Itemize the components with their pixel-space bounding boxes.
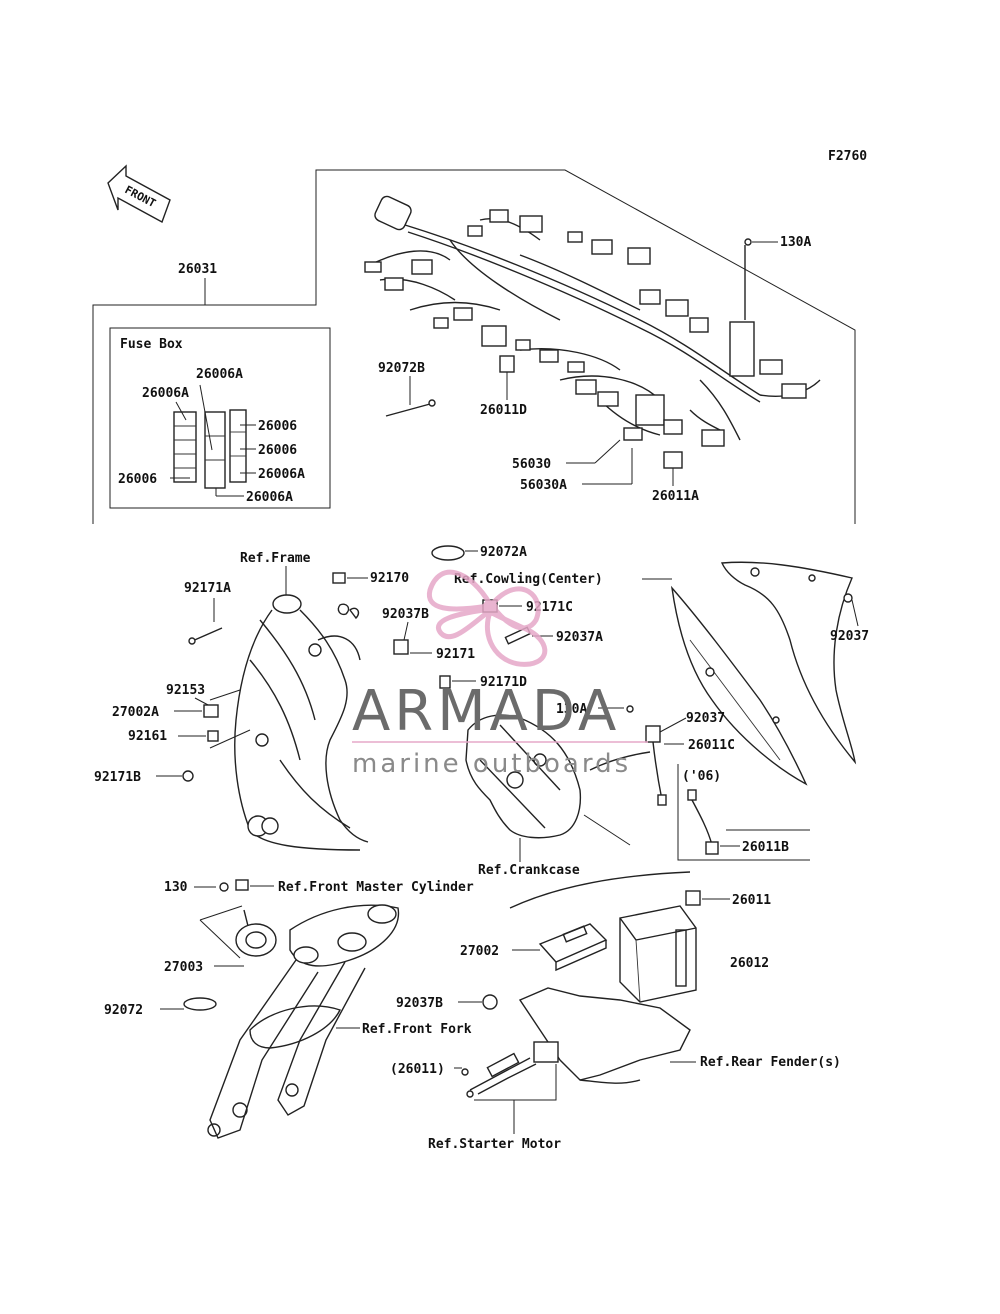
grommet-92171 xyxy=(393,639,409,655)
callout-92171C: 92171C xyxy=(526,600,573,615)
crankcase-drawing xyxy=(465,714,582,839)
cowling-center-drawing xyxy=(670,561,857,786)
band-clamp-92072B xyxy=(385,399,436,417)
starter-relay xyxy=(461,1041,559,1098)
front-arrow-icon: FRONT xyxy=(107,164,171,224)
relay-27002A xyxy=(203,704,219,718)
main-wiring-harness xyxy=(364,195,821,447)
callout-26011: 26011 xyxy=(732,893,771,908)
callout-130: 130 xyxy=(164,880,188,895)
clamp-92072A xyxy=(431,545,465,561)
callout-130A-top: 130A xyxy=(780,235,811,250)
ref-starter-motor: Ref.Starter Motor xyxy=(428,1137,561,1152)
callout-26011A: 26011A xyxy=(652,489,699,504)
ref-rear-fender: Ref.Rear Fender(s) xyxy=(700,1055,841,1070)
ref-frame: Ref.Frame xyxy=(240,551,311,566)
callout-56030: 56030 xyxy=(512,457,551,472)
figure-code: F2760 xyxy=(828,149,867,164)
callout-92161: 92161 xyxy=(128,729,167,744)
callout-26031: 26031 xyxy=(178,262,217,277)
callout-27002A: 27002A xyxy=(112,705,159,720)
horn-27003 xyxy=(235,909,277,957)
watermark-tagline: marine outboards xyxy=(352,749,631,779)
grommet-92037B xyxy=(482,994,498,1010)
battery-26012 xyxy=(619,905,697,1003)
callout-92171B: 92171B xyxy=(94,770,141,785)
callout-26012: 26012 xyxy=(730,956,769,971)
callout-27002: 27002 xyxy=(460,944,499,959)
callout-92037A: 92037A xyxy=(556,630,603,645)
watermark: ARMADA marine outboards xyxy=(352,569,648,779)
callout-26011-paren: (26011) xyxy=(390,1062,445,1077)
callout-92170: 92170 xyxy=(370,571,409,586)
sensor-26011B xyxy=(687,789,719,855)
callout-26011C: 26011C xyxy=(688,738,735,753)
fuse-label-26006A-top: 26006A xyxy=(196,367,243,382)
ref-front-fork: Ref.Front Fork xyxy=(362,1022,472,1037)
harness-group-outline xyxy=(92,169,856,524)
callout-92171: 92171 xyxy=(436,647,475,662)
callout-26011B: 26011B xyxy=(742,840,789,855)
ecu-27002 xyxy=(538,923,608,972)
grommet-92161 xyxy=(207,730,219,742)
fuse-box-inset xyxy=(109,327,331,509)
bolt-130 xyxy=(219,882,229,892)
relay-26011D xyxy=(499,355,515,373)
bolt-130A-mid xyxy=(626,705,634,713)
bolt-92037-right xyxy=(843,593,853,603)
callout-27003: 27003 xyxy=(164,960,203,975)
sensor-26011C xyxy=(589,725,667,806)
ref-cowling: Ref.Cowling(Center) xyxy=(454,572,603,587)
callout-92072A: 92072A xyxy=(480,545,527,560)
callout-92072: 92072 xyxy=(104,1003,143,1018)
year-06-label: ('06) xyxy=(682,769,721,784)
clamp-92072 xyxy=(183,997,217,1011)
callout-26011D: 26011D xyxy=(480,403,527,418)
callout-92037-right: 92037 xyxy=(830,629,869,644)
front-fork-drawing xyxy=(207,904,400,1139)
propeller-logo-icon xyxy=(426,569,548,667)
fuse-box-diagram xyxy=(173,409,247,489)
clamp-92170 xyxy=(332,572,346,584)
fuse-label-26006-left: 26006 xyxy=(118,472,157,487)
callout-92072B: 92072B xyxy=(378,361,425,376)
fuse-label-26006A-left: 26006A xyxy=(142,386,189,401)
callout-56030A: 56030A xyxy=(520,478,567,493)
callout-92171A: 92171A xyxy=(184,581,231,596)
ref-crankcase: Ref.Crankcase xyxy=(478,863,580,878)
callout-92153: 92153 xyxy=(166,683,205,698)
callout-92037-mid: 92037 xyxy=(686,711,725,726)
fuse-label-26006A-bottom: 26006A xyxy=(246,490,293,505)
watermark-brand: ARMADA xyxy=(352,679,620,744)
callout-92037B-top: 92037B xyxy=(382,607,429,622)
bracket xyxy=(235,879,249,891)
callout-92037B-low: 92037B xyxy=(396,996,443,1011)
clamp-92171A xyxy=(188,627,223,645)
callout-130A-mid: 130A xyxy=(556,702,587,717)
clamp-92171D xyxy=(439,675,451,689)
fuse-label-26006A-r3: 26006A xyxy=(258,467,305,482)
clamp-92171B xyxy=(182,770,194,782)
ref-front-master-cylinder: Ref.Front Master Cylinder xyxy=(278,880,474,895)
fuse-box-title: Fuse Box xyxy=(120,337,183,352)
callout-92171D: 92171D xyxy=(480,675,527,690)
rear-area-drawing xyxy=(509,871,691,1084)
fuse-label-26006-r1: 26006 xyxy=(258,419,297,434)
bolt-icon xyxy=(744,238,752,246)
relay-26011A xyxy=(663,451,683,469)
fuse-label-26006-r2: 26006 xyxy=(258,443,297,458)
relay-26011 xyxy=(685,890,701,906)
frame-drawing xyxy=(234,594,369,851)
